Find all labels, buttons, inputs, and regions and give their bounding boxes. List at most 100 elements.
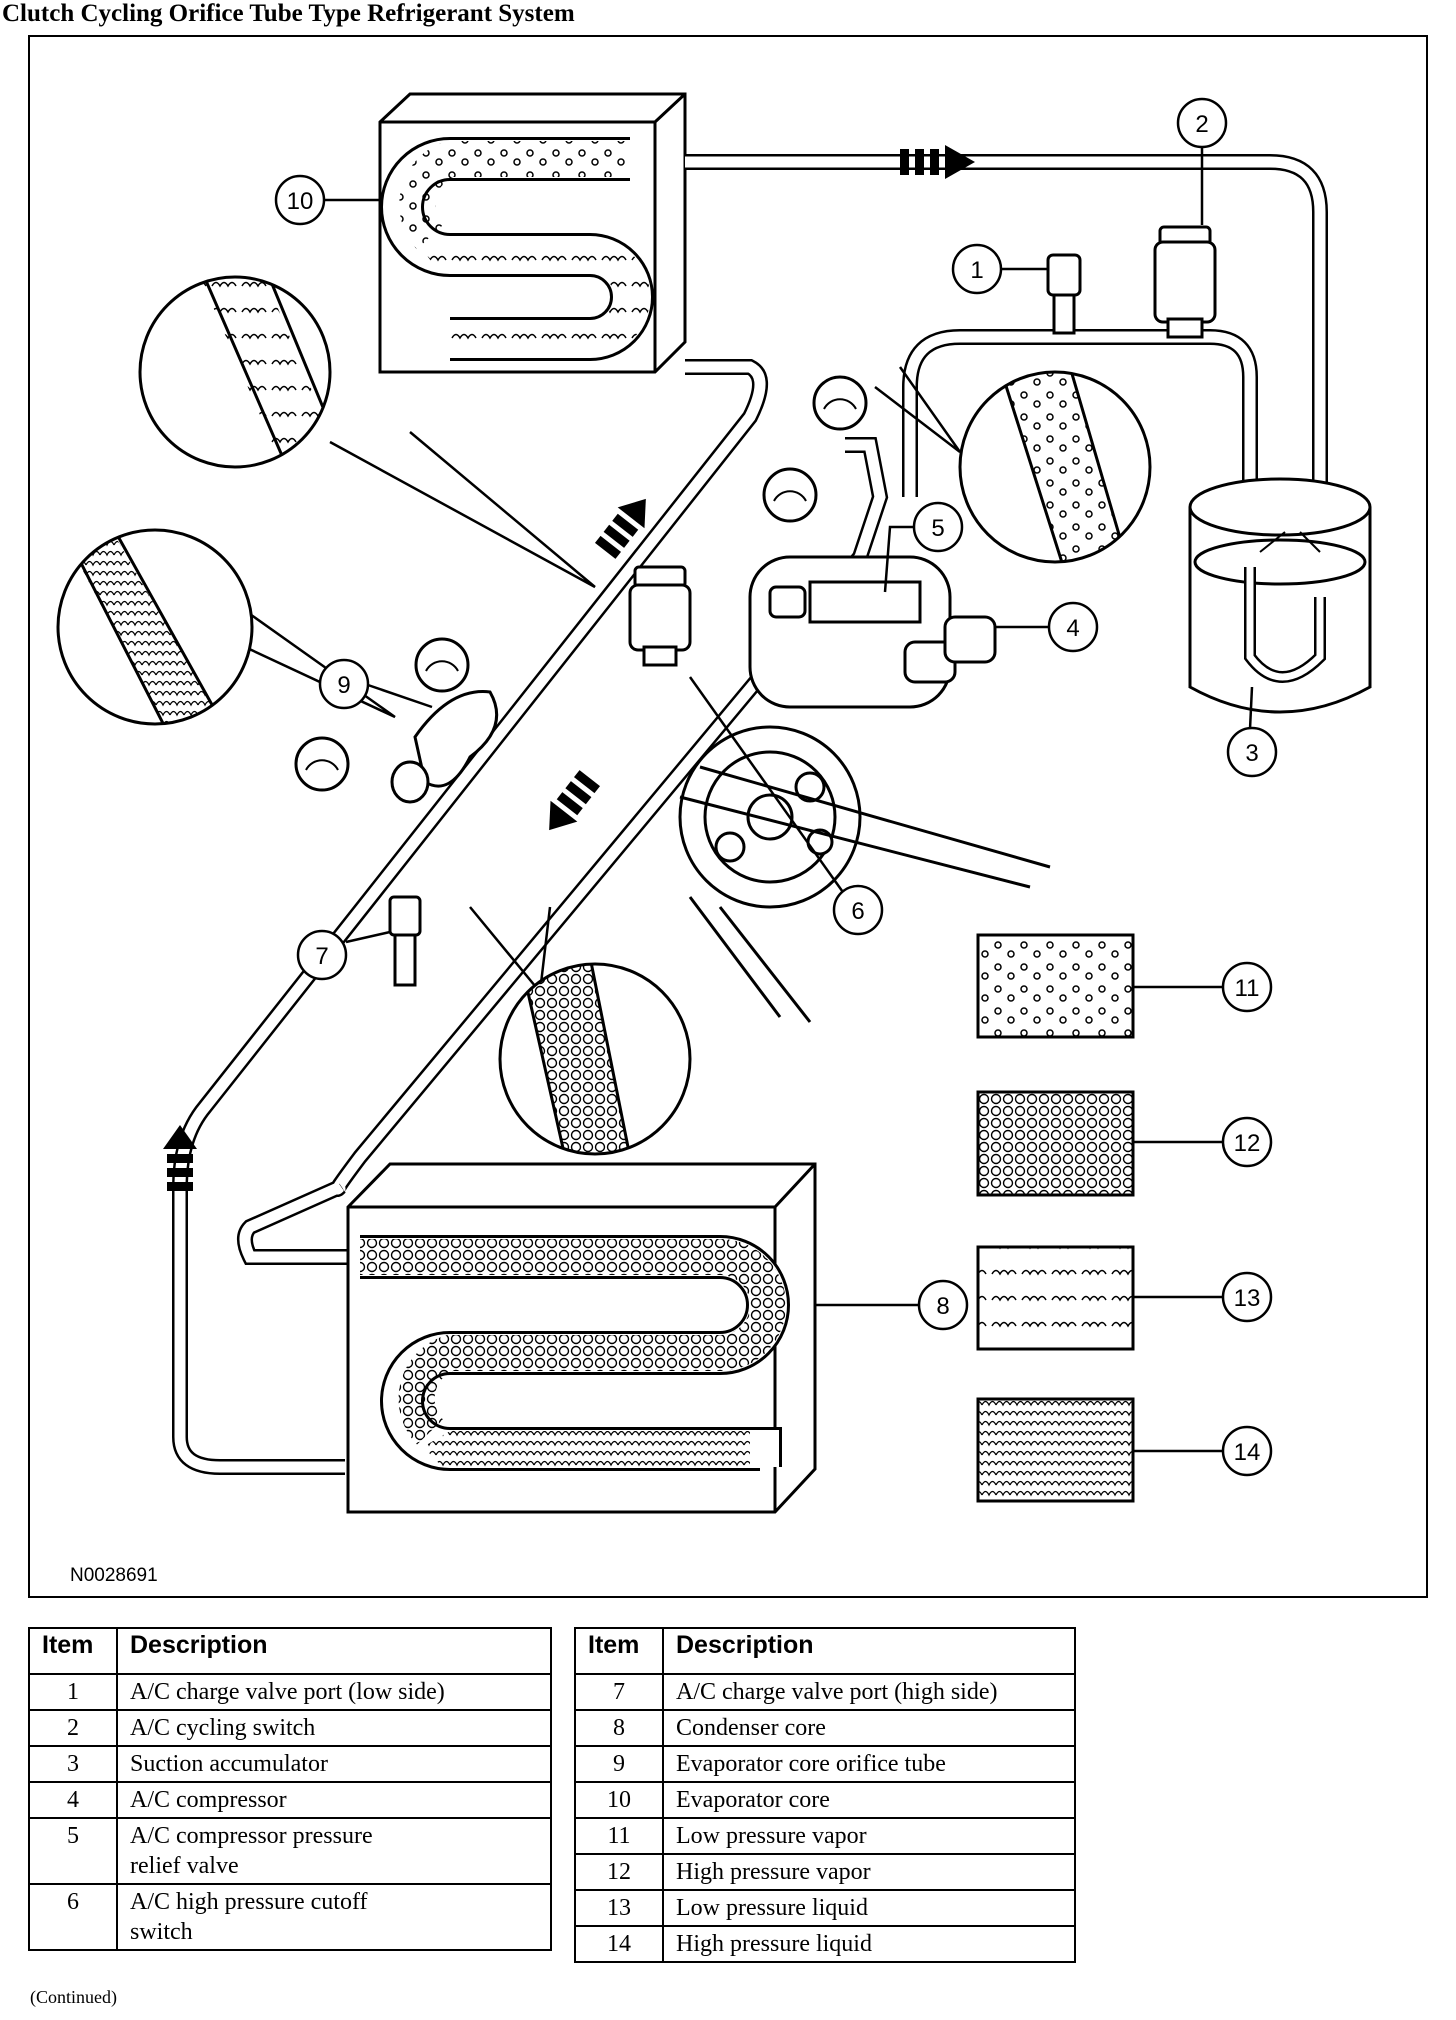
refrigerant-system-figure: 1 2 3 4 5 6 7 8 9 10 11 12 13 14 N002869… (28, 35, 1428, 1598)
description-line-1: A/C compressor pressure (130, 1823, 373, 1849)
cycling-switch (1153, 225, 1217, 339)
item-header: Item (28, 1627, 118, 1675)
callout-item-1: 1 (951, 243, 1003, 295)
legend-header-row: Item Description (574, 1627, 1076, 1675)
callout-label: 8 (936, 1293, 949, 1320)
description-header: Description (116, 1627, 552, 1675)
legend-row: 5 A/C compressor pressure relief valve (28, 1817, 552, 1885)
callout-label: 12 (1234, 1130, 1261, 1157)
figure-id: N0028691 (70, 1565, 158, 1586)
item-number: 6 (28, 1883, 118, 1951)
magnifier-high-vapor (469, 906, 692, 1156)
callout-item-13: 13 (1221, 1271, 1273, 1323)
ac-compressor (678, 555, 1051, 1023)
description-header: Description (662, 1627, 1076, 1675)
item-description: Low pressure liquid (662, 1889, 1076, 1927)
callout-label: 3 (1245, 740, 1258, 767)
callout-item-7: 7 (296, 929, 348, 981)
callout-item-9: 9 (318, 658, 370, 710)
callout-label: 13 (1234, 1285, 1261, 1312)
item-number: 4 (28, 1781, 118, 1819)
high-pressure-cutoff-switch (628, 565, 692, 667)
description-line-2: relief valve (130, 1853, 239, 1879)
callout-item-3: 3 (1226, 726, 1278, 778)
item-description: High pressure liquid (662, 1925, 1076, 1963)
callout-item-2: 2 (1176, 97, 1228, 149)
charge-valve-high (388, 895, 422, 987)
callout-label: 2 (1195, 111, 1208, 138)
item-description: A/C compressor pressure relief valve (116, 1817, 552, 1885)
item-number: 8 (574, 1709, 664, 1747)
callout-label: 9 (337, 672, 350, 699)
condenser-core (346, 1162, 817, 1514)
suction-accumulator (1188, 477, 1372, 714)
leader-lines (325, 147, 1254, 1453)
callout-item-5: 5 (912, 501, 964, 553)
callout-label: 5 (931, 515, 944, 542)
item-description: Evaporator core (662, 1781, 1076, 1819)
continued-note: (Continued) (30, 1987, 117, 2007)
callout-label: 4 (1066, 615, 1079, 642)
item-number: 5 (28, 1817, 118, 1885)
item-number: 3 (28, 1745, 118, 1783)
callout-item-10: 10 (274, 174, 326, 226)
item-number: 14 (574, 1925, 664, 1963)
callout-item-11: 11 (1221, 961, 1273, 1013)
callout-item-12: 12 (1221, 1116, 1273, 1168)
pressure-gauges (294, 375, 868, 792)
magnifier-high-liquid (56, 528, 396, 726)
item-description: A/C high pressure cutoff switch (116, 1883, 552, 1951)
callout-item-14: 14 (1221, 1425, 1273, 1477)
charge-valve-low (1046, 253, 1082, 335)
callout-item-6: 6 (832, 884, 884, 936)
callout-item-8: 8 (917, 1279, 969, 1331)
item-number: 10 (574, 1781, 664, 1819)
item-number: 7 (574, 1673, 664, 1711)
item-description: A/C compressor (116, 1781, 552, 1819)
item-description: A/C charge valve port (low side) (116, 1673, 552, 1711)
item-description: Suction accumulator (116, 1745, 552, 1783)
callout-label: 11 (1235, 975, 1260, 1002)
item-description: Condenser core (662, 1709, 1076, 1747)
item-description: A/C cycling switch (116, 1709, 552, 1747)
item-number: 13 (574, 1889, 664, 1927)
description-line-1: A/C high pressure cutoff (130, 1889, 368, 1915)
item-number: 9 (574, 1745, 664, 1783)
item-description: Low pressure vapor (662, 1817, 1076, 1855)
item-description: High pressure vapor (662, 1853, 1076, 1891)
callout-label: 6 (851, 898, 864, 925)
item-number: 12 (574, 1853, 664, 1891)
evaporator-core (378, 92, 687, 374)
item-description: A/C charge valve port (high side) (662, 1673, 1076, 1711)
item-description: Evaporator core orifice tube (662, 1745, 1076, 1783)
orifice-tube (390, 690, 499, 804)
item-number: 1 (28, 1673, 118, 1711)
flow-arrows (163, 145, 975, 1191)
page-title: Clutch Cycling Orifice Tube Type Refrige… (2, 0, 575, 27)
item-number: 2 (28, 1709, 118, 1747)
item-header: Item (574, 1627, 664, 1675)
callout-label: 1 (970, 257, 983, 284)
callout-label: 14 (1234, 1439, 1261, 1466)
legend-header-row: Item Description (28, 1627, 552, 1675)
callout-item-4: 4 (1047, 601, 1099, 653)
legend-swatches (976, 933, 1135, 1503)
callout-label: 7 (315, 943, 328, 970)
callout-label: 10 (287, 188, 314, 215)
description-line-2: switch (130, 1919, 193, 1945)
item-number: 11 (574, 1817, 664, 1855)
